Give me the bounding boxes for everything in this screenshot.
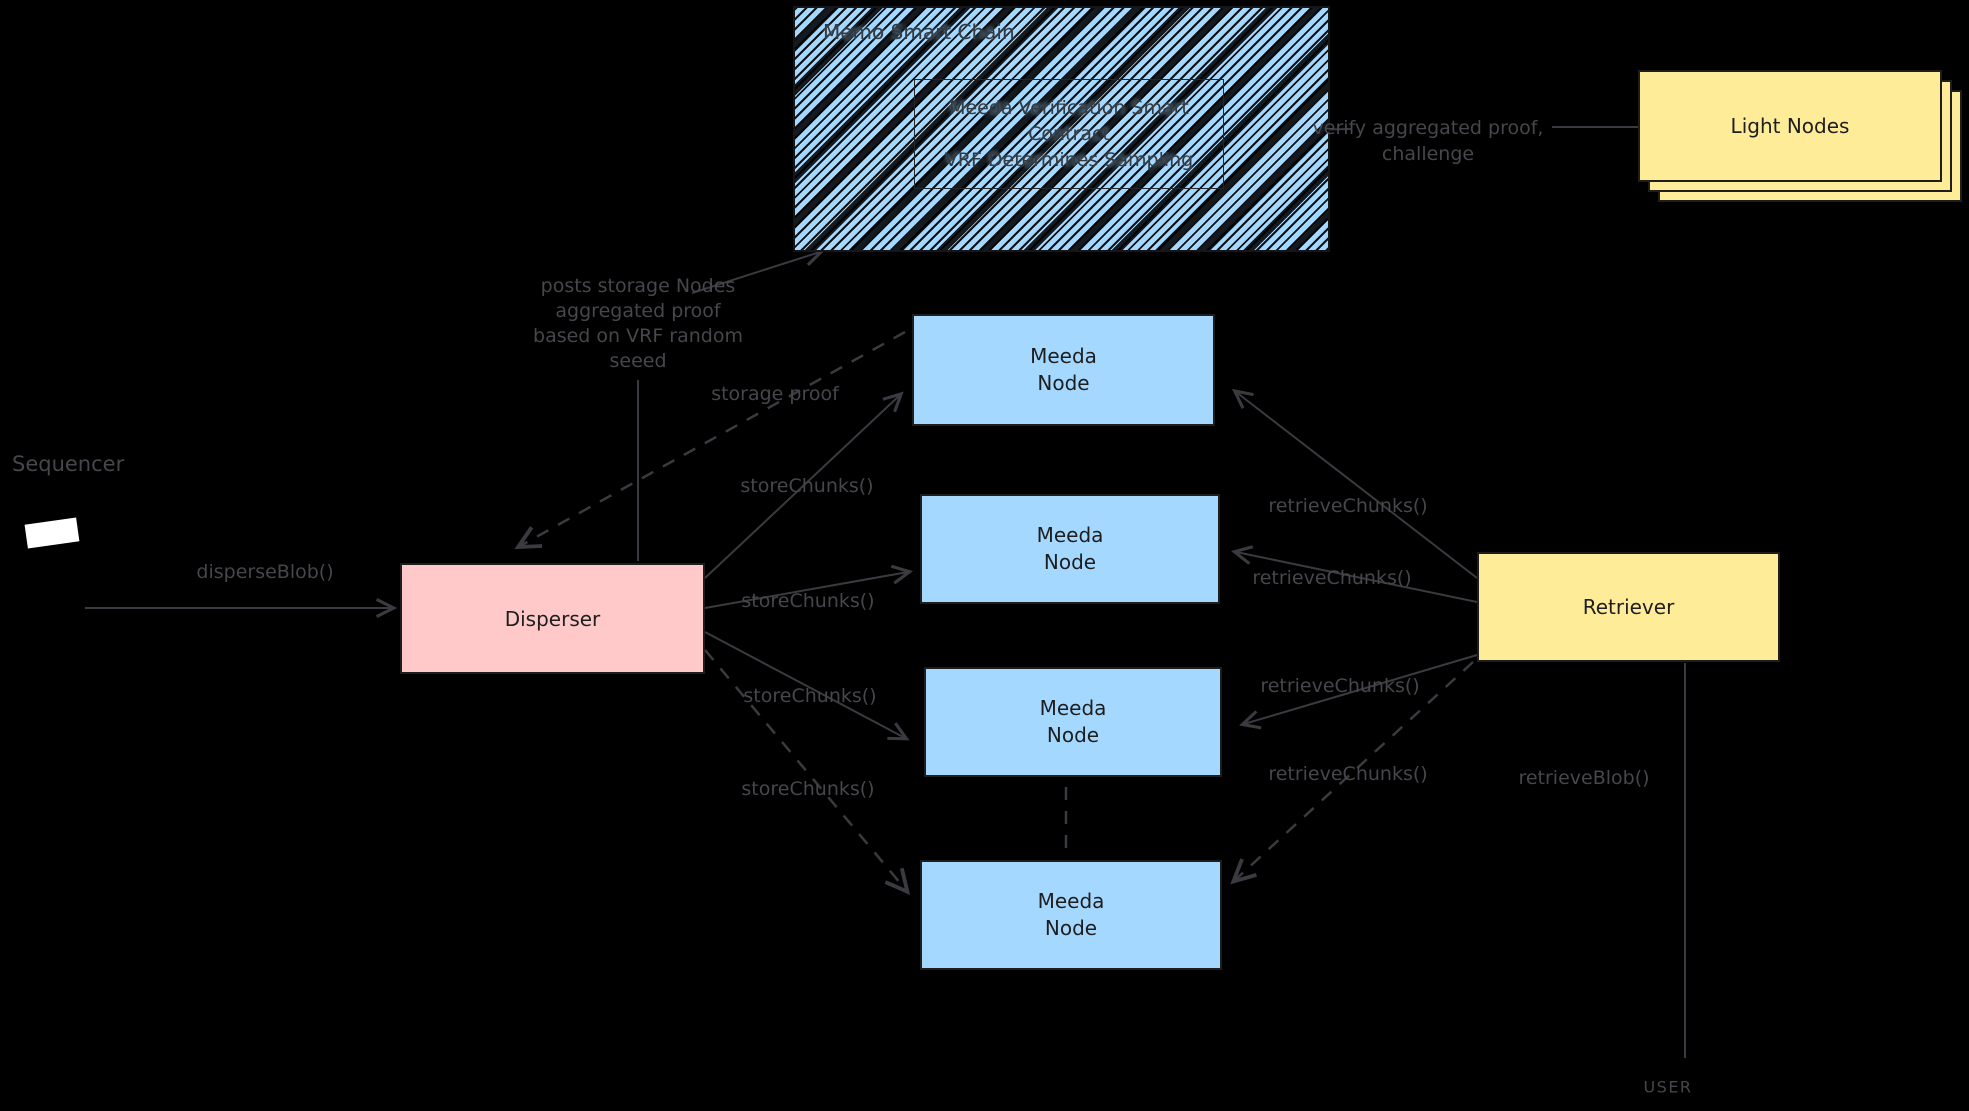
disperser-box: Disperser	[400, 563, 705, 674]
store-chunks-label-4: storeChunks()	[741, 778, 875, 800]
retrieve-chunks-label-2: retrieveChunks()	[1252, 567, 1412, 589]
meeda-node-box-3: Meeda Node	[924, 667, 1222, 777]
contract-line-1: Meeda Verification Smart	[949, 97, 1189, 119]
retriever-label: Retriever	[1582, 595, 1675, 619]
verify-proof-label: verify aggregated proof, challenge	[1313, 115, 1544, 167]
chain-title: Memo Smart Chain	[823, 20, 1015, 44]
meeda-node-3-line-1: Meeda	[1039, 696, 1107, 720]
meeda-node-2-line-1: Meeda	[1036, 523, 1104, 547]
meeda-node-box-2: Meeda Node	[920, 494, 1220, 604]
meeda-node-box-4: Meeda Node	[920, 860, 1222, 970]
contract-line-3: VRF Determines Sampling	[944, 149, 1194, 171]
posts-proof-line-4: seeed	[609, 350, 667, 372]
contract-line-2: Contract	[1028, 123, 1110, 145]
meeda-node-3-line-2: Node	[1046, 723, 1100, 747]
sequencer-laptop-icon	[24, 517, 80, 549]
user-label: USER	[1643, 1077, 1693, 1097]
posts-proof-line-3: based on VRF random	[533, 325, 743, 347]
light-nodes-box: Light Nodes	[1638, 70, 1942, 182]
verification-contract-box: Meeda Verification Smart Contract VRF De…	[914, 79, 1224, 189]
meeda-node-4-line-2: Node	[1044, 916, 1098, 940]
arrow-retrieve-chunks-1	[1236, 392, 1478, 579]
retriever-box: Retriever	[1477, 552, 1780, 662]
memo-smart-chain-box: Memo Smart Chain Meeda Verification Smar…	[793, 6, 1330, 252]
disperser-label: Disperser	[504, 606, 601, 631]
meeda-node-1-line-2: Node	[1037, 371, 1090, 395]
meeda-node-4-line-1: Meeda	[1037, 889, 1105, 913]
meeda-node-2-line-2: Node	[1043, 550, 1097, 574]
posts-proof-line-2: aggregated proof	[555, 300, 721, 322]
sequencer-label: Sequencer	[12, 452, 125, 476]
store-chunks-label-3: storeChunks()	[743, 685, 877, 707]
posts-proof-label: posts storage Nodes aggregated proof bas…	[533, 274, 743, 374]
meeda-node-box-1: Meeda Node	[912, 314, 1215, 426]
verify-proof-line-1: verify aggregated proof,	[1312, 117, 1544, 139]
light-nodes-label: Light Nodes	[1730, 114, 1850, 138]
store-chunks-label-2: storeChunks()	[741, 590, 875, 612]
retrieve-blob-label: retrieveBlob()	[1518, 767, 1650, 789]
store-chunks-label-1: storeChunks()	[740, 475, 874, 497]
retrieve-chunks-label-4: retrieveChunks()	[1268, 763, 1428, 785]
retrieve-chunks-label-3: retrieveChunks()	[1260, 675, 1420, 697]
retrieve-chunks-label-1: retrieveChunks()	[1268, 495, 1428, 517]
meeda-node-1-line-1: Meeda	[1030, 344, 1097, 368]
verify-proof-line-2: challenge	[1381, 143, 1475, 165]
storage-proof-label: storage proof	[711, 383, 839, 405]
posts-proof-line-1: posts storage Nodes	[540, 275, 736, 297]
disperse-blob-label: disperseBlob()	[196, 561, 334, 583]
